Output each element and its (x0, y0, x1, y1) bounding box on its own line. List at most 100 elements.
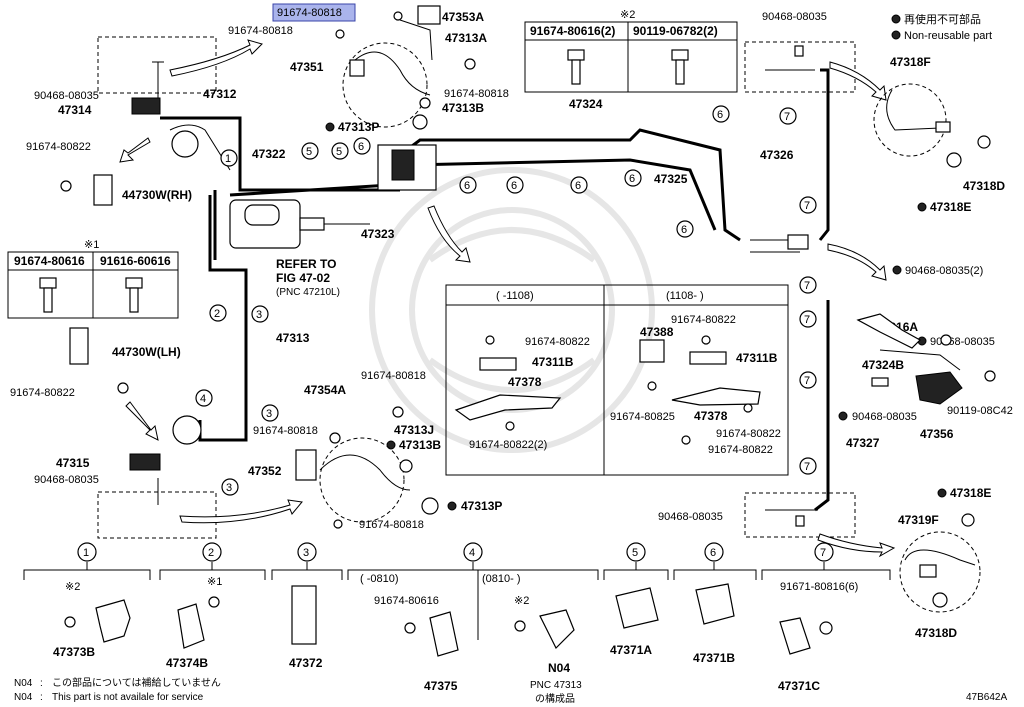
label-90468-08035-r3[interactable]: 90468-08035 (930, 336, 995, 348)
non-reusable-dot-icon (937, 488, 947, 498)
rear-hose-detail-bottom (899, 513, 981, 613)
variant-label-47378-b[interactable]: 47378 (694, 409, 728, 423)
label-91674-80818-m[interactable]: 91674-80818 (361, 370, 426, 382)
svg-text:※2: ※2 (514, 595, 529, 607)
bottom-group-1[interactable]: 1 ※2 47373B (53, 542, 131, 659)
label-47318D-t[interactable]: 47318D (963, 179, 1005, 193)
svg-text:6: 6 (358, 141, 364, 153)
svg-text:※2: ※2 (620, 9, 635, 21)
label-47313J[interactable]: 47313J (394, 423, 434, 437)
label-47313[interactable]: 47313 (276, 331, 310, 345)
bottom-group-3[interactable]: 3 47372 (289, 542, 323, 670)
variant-label-47378-a[interactable]: 47378 (508, 375, 542, 389)
label-90468-08035-br[interactable]: 90468-08035 (658, 511, 723, 523)
label-47323[interactable]: 47323 (361, 227, 395, 241)
label-90468-08035-tr[interactable]: 90468-08035 (762, 11, 827, 23)
svg-text:再使用不可部品: 再使用不可部品 (904, 12, 981, 26)
bottom-group-4[interactable]: 4 ( -0810) (0810- ) 91674-80616 ※2 47375… (360, 542, 582, 705)
label-47327[interactable]: 47327 (846, 436, 880, 450)
callout-1: 1 (220, 149, 238, 167)
svg-text:3: 3 (303, 547, 309, 559)
variant-label-91674-80822-d[interactable]: 91674-80822 (708, 444, 773, 456)
label-47312[interactable]: 47312 (203, 87, 237, 101)
variant-label-91674-80822-b[interactable]: 91674-80822 (671, 314, 736, 326)
label-47318F[interactable]: 47318F (890, 55, 931, 69)
variant-label-91674-80825[interactable]: 91674-80825 (610, 411, 675, 423)
label-47313P-b[interactable]: 47313P (461, 499, 502, 513)
bottom-group-6[interactable]: 6 47371B (693, 542, 735, 665)
label-44730W-LH[interactable]: 44730W(LH) (112, 345, 181, 359)
svg-text:47371B: 47371B (693, 651, 735, 665)
footnotes: N04 : この部品については補給していません N04 : This part … (14, 676, 221, 703)
svg-text:47371A: 47371A (610, 643, 652, 657)
callout-5: 5 (331, 142, 349, 160)
label-47324B[interactable]: 47324B (862, 358, 904, 372)
label-44730W-RH[interactable]: 44730W(RH) (122, 188, 192, 202)
label-90468-08035-r4[interactable]: 90468-08035 (852, 411, 917, 423)
svg-text:N04: N04 (548, 661, 570, 675)
label-47325[interactable]: 47325 (654, 172, 688, 186)
label-90468-08035-bl[interactable]: 90468-08035 (34, 474, 99, 486)
label-47353A[interactable]: 47353A (442, 10, 484, 24)
bottom-group-2[interactable]: 2 ※1 47374B (166, 542, 222, 670)
svg-text:6: 6 (681, 224, 687, 236)
label-91674-80818-n[interactable]: 91674-80818 (253, 425, 318, 437)
callout-7: 7 (799, 310, 817, 328)
callout-2: 2 (209, 304, 227, 322)
svg-text:REFER TO: REFER TO (276, 257, 336, 271)
diagram-code: 47B642A (966, 692, 1007, 703)
label-47313P-top[interactable]: 47313P (338, 120, 379, 134)
bottom-legend-row (23, 562, 891, 640)
label-47318D-b[interactable]: 47318D (915, 626, 957, 640)
bottom-group-7[interactable]: 7 91671-80816(6) 47371C (778, 542, 858, 693)
detail-box-top-left (97, 36, 217, 94)
variant-label-47311B-a[interactable]: 47311B (532, 355, 574, 369)
clip-47314-icon (131, 97, 161, 115)
svg-text:91674-80616(2): 91674-80616(2) (530, 24, 615, 38)
label-91674-80818-b[interactable]: 91674-80818 (228, 25, 293, 37)
svg-text:N04: N04 (14, 692, 33, 703)
bottom-group-5[interactable]: 5 47371A (610, 542, 659, 657)
label-47313A[interactable]: 47313A (445, 31, 487, 45)
label-47314[interactable]: 47314 (58, 103, 92, 117)
label-47324[interactable]: 47324 (569, 97, 603, 111)
label-91674-80822-l2[interactable]: 91674-80822 (10, 387, 75, 399)
label-47318E-b[interactable]: 47318E (950, 486, 991, 500)
svg-text:の構成品: の構成品 (535, 692, 575, 705)
label-47319F[interactable]: 47319F (898, 513, 939, 527)
highlighted-part-label[interactable]: 91674-80818 (272, 3, 356, 22)
label-47315[interactable]: 47315 (56, 456, 90, 470)
label-91674-80818-o[interactable]: 91674-80818 (359, 519, 424, 531)
svg-text:Non-reusable part: Non-reusable part (904, 30, 992, 42)
svg-text:47374B: 47374B (166, 656, 208, 670)
upper-hose-detail (335, 5, 476, 130)
callout-6: 6 (353, 137, 371, 155)
label-90468-08035-tl[interactable]: 90468-08035 (34, 90, 99, 102)
label-91674-80822-l[interactable]: 91674-80822 (26, 141, 91, 153)
label-90119-08C42[interactable]: 90119-08C42 (947, 405, 1013, 417)
label-47313B-b[interactable]: 47313B (399, 438, 441, 452)
label-47322[interactable]: 47322 (252, 147, 286, 161)
brake-lines (160, 68, 830, 512)
label-91674-80818-c[interactable]: 91674-80818 (444, 88, 509, 100)
variant-label-91674-80822-c[interactable]: 91674-80822 (716, 428, 781, 440)
variant-label-47388[interactable]: 47388 (640, 325, 674, 339)
detail-box-top-right (744, 41, 856, 93)
label-47326[interactable]: 47326 (760, 148, 794, 162)
label-47313B-top[interactable]: 47313B (442, 101, 484, 115)
master-cylinder (229, 144, 437, 249)
label-47354A[interactable]: 47354A (304, 383, 346, 397)
callout-6: 6 (712, 105, 730, 123)
label-47356[interactable]: 47356 (920, 427, 954, 441)
variant-label-91674-80822-2[interactable]: 91674-80822(2) (469, 439, 547, 451)
label-47351[interactable]: 47351 (290, 60, 324, 74)
label-90468-08035-r2[interactable]: 90468-08035(2) (905, 265, 983, 277)
label-47352[interactable]: 47352 (248, 464, 282, 478)
svg-text:This part is not availale for: This part is not availale for service (52, 692, 204, 703)
variant-label-47311B-b[interactable]: 47311B (736, 351, 778, 365)
variant-box: ( -1108) (1108- ) (445, 284, 789, 476)
callout-3: 3 (261, 404, 279, 422)
rear-valve-detail (856, 313, 996, 405)
variant-label-91674-80822-a[interactable]: 91674-80822 (525, 336, 590, 348)
label-47318E-t[interactable]: 47318E (930, 200, 971, 214)
